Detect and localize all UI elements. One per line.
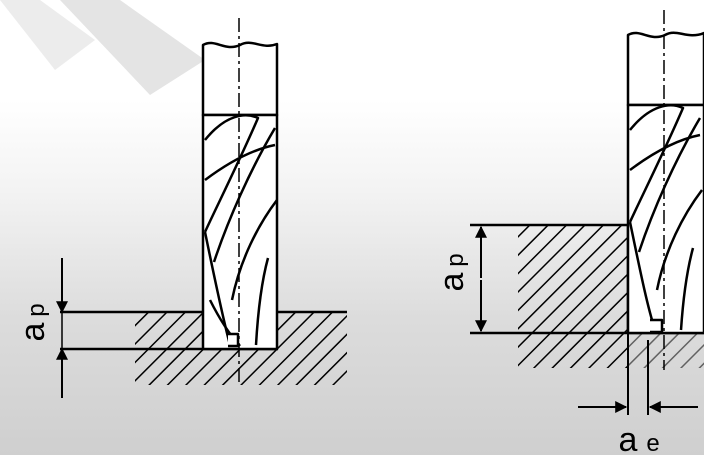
right-ae-label-sub: e bbox=[646, 430, 659, 455]
right-ap-label-sub: p bbox=[442, 253, 469, 266]
right-ap-label: a p bbox=[433, 253, 471, 291]
left-ap-label-main: a bbox=[14, 322, 52, 341]
right-ap-label-main: a bbox=[433, 272, 471, 291]
watermark bbox=[0, 0, 205, 95]
right-figure: a p a e bbox=[433, 10, 704, 455]
left-figure: a p bbox=[14, 18, 347, 398]
right-ae-label: a e bbox=[619, 421, 660, 455]
left-ap-label-sub: p bbox=[23, 303, 50, 316]
right-ae-dimension bbox=[578, 333, 698, 415]
left-ap-label: a p bbox=[14, 303, 52, 341]
left-end-mill bbox=[201, 18, 279, 385]
right-ae-label-main: a bbox=[619, 421, 638, 455]
right-end-mill bbox=[626, 10, 704, 370]
